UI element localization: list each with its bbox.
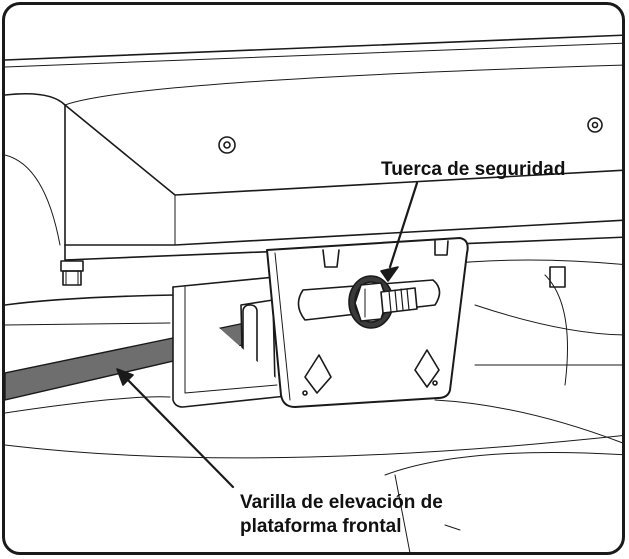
- mower-deck-diagram: [5, 34, 622, 552]
- safety-nut-icon: [348, 275, 418, 329]
- bracket-icon: [172, 276, 296, 408]
- illustration-frame: Tuerca de seguridad Varilla de elevación…: [2, 2, 625, 555]
- rivet-icon: [218, 117, 603, 154]
- lift-rod-label-line1: Varilla de elevación de: [240, 492, 443, 513]
- bolt-icon: [60, 260, 84, 286]
- safety-nut-leader: [380, 181, 419, 282]
- lift-rod-label-line2: plataforma frontal: [240, 516, 402, 537]
- lift-rod-leader: [116, 368, 235, 489]
- safety-nut-label: Tuerca de seguridad: [381, 159, 566, 180]
- upper-deck-panel: [5, 34, 622, 261]
- lift-rod-label: Varilla de elevación de plataforma front…: [240, 491, 443, 539]
